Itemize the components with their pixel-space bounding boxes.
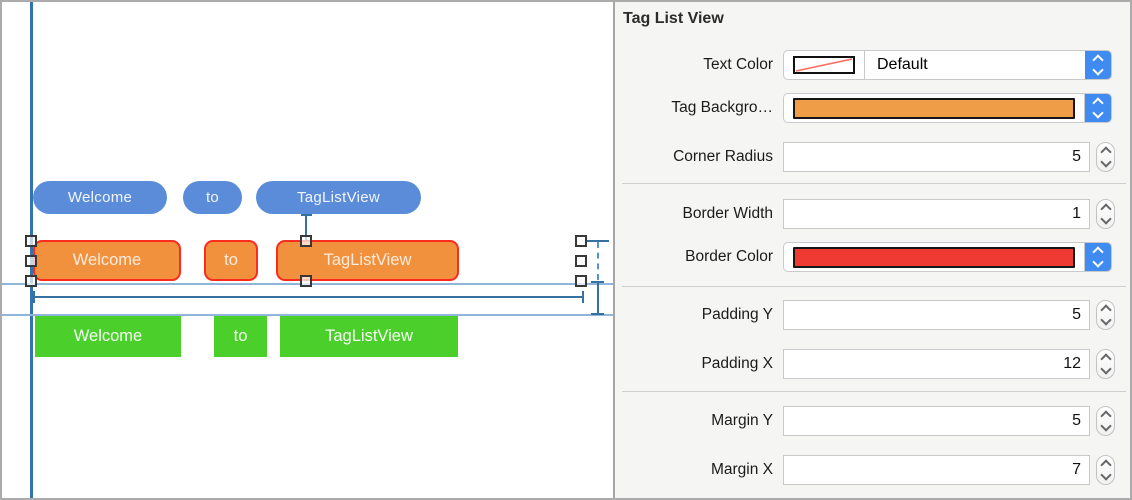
tag-blue-welcome[interactable]: Welcome xyxy=(33,181,167,214)
tag-green-welcome[interactable]: Welcome xyxy=(35,316,181,357)
border-color-swatch-cell xyxy=(784,243,1084,271)
selection-handle-mid-left[interactable] xyxy=(25,255,37,267)
margin-x-label: Margin X xyxy=(710,461,773,478)
corner-radius-field[interactable] xyxy=(783,142,1090,172)
tag-background-swatch xyxy=(793,97,1075,119)
border-color-swatch xyxy=(793,246,1075,268)
selection-handle-bottom-center[interactable] xyxy=(300,275,312,287)
width-constraint-cap-left xyxy=(33,291,35,303)
selection-handle-top-right[interactable] xyxy=(575,235,587,247)
vertical-spacing-cap-top xyxy=(591,281,604,283)
vertical-spacing-constraint xyxy=(597,281,599,315)
corner-radius-label: Corner Radius xyxy=(673,148,773,165)
padding-y-label: Padding Y xyxy=(701,306,773,323)
vertical-spacing-cap-bottom xyxy=(591,313,604,315)
padding-x-field[interactable] xyxy=(783,349,1090,379)
attributes-inspector-panel: Tag List View Text Color Default Tag Bac… xyxy=(615,2,1130,498)
tag-blue-to[interactable]: to xyxy=(183,181,242,214)
border-color-popup-arrows-icon[interactable] xyxy=(1085,243,1111,271)
inspector-section-title: Tag List View xyxy=(623,10,724,27)
text-color-popup[interactable]: Default xyxy=(783,50,1112,80)
tag-background-label: Tag Backgro… xyxy=(671,99,773,116)
no-color-swatch-icon xyxy=(793,56,855,74)
padding-x-label: Padding X xyxy=(701,355,773,372)
text-color-label: Text Color xyxy=(703,56,773,73)
border-color-well[interactable] xyxy=(783,242,1112,272)
width-constraint-cap-right xyxy=(582,291,584,303)
cell-divider xyxy=(1084,243,1085,271)
padding-y-stepper[interactable] xyxy=(1096,300,1115,330)
padding-y-field[interactable] xyxy=(783,300,1090,330)
margin-y-field[interactable] xyxy=(783,406,1090,436)
text-color-value: Default xyxy=(877,56,928,73)
selection-handle-top-left[interactable] xyxy=(25,235,37,247)
selection-handle-top-center[interactable] xyxy=(300,235,312,247)
margin-x-field[interactable] xyxy=(783,455,1090,485)
tag-background-swatch-cell xyxy=(784,94,1084,122)
tag-green-taglistview[interactable]: TagListView xyxy=(280,316,458,357)
group-separator xyxy=(622,183,1126,184)
padding-x-stepper[interactable] xyxy=(1096,349,1115,379)
border-color-label: Border Color xyxy=(685,248,773,265)
canvas-inspector-divider[interactable] xyxy=(613,2,615,498)
text-color-well[interactable] xyxy=(784,51,865,79)
tag-green-to[interactable]: to xyxy=(214,316,267,357)
dashed-extent-guide xyxy=(597,242,599,280)
margin-x-stepper[interactable] xyxy=(1096,455,1115,485)
text-color-popup-arrows-icon[interactable] xyxy=(1085,51,1111,79)
bounds-guide-bottom xyxy=(2,314,613,316)
corner-radius-stepper[interactable] xyxy=(1096,142,1115,172)
border-width-field[interactable] xyxy=(783,199,1090,229)
group-separator xyxy=(622,391,1126,392)
selection-handle-bottom-left[interactable] xyxy=(25,275,37,287)
view-left-edge-guide xyxy=(30,2,33,498)
cell-divider xyxy=(1084,94,1085,122)
connector-line xyxy=(305,214,307,240)
selection-handle-mid-right[interactable] xyxy=(575,255,587,267)
group-separator xyxy=(622,286,1126,287)
width-constraint-bar xyxy=(33,296,584,298)
border-width-stepper[interactable] xyxy=(1096,199,1115,229)
tag-background-popup-arrows-icon[interactable] xyxy=(1085,94,1111,122)
margin-y-stepper[interactable] xyxy=(1096,406,1115,436)
tag-orange-welcome[interactable]: Welcome xyxy=(33,240,181,281)
tag-orange-to[interactable]: to xyxy=(204,240,258,281)
border-width-label: Border Width xyxy=(682,205,773,222)
tag-background-color-well[interactable] xyxy=(783,93,1112,123)
selection-handle-bottom-right[interactable] xyxy=(575,275,587,287)
interface-builder-canvas: Welcome to TagListView Welcome to TagLis… xyxy=(2,2,613,498)
trailing-edge-guide xyxy=(587,240,609,242)
tag-blue-taglistview[interactable]: TagListView xyxy=(256,181,421,214)
margin-y-label: Margin Y xyxy=(711,412,773,429)
